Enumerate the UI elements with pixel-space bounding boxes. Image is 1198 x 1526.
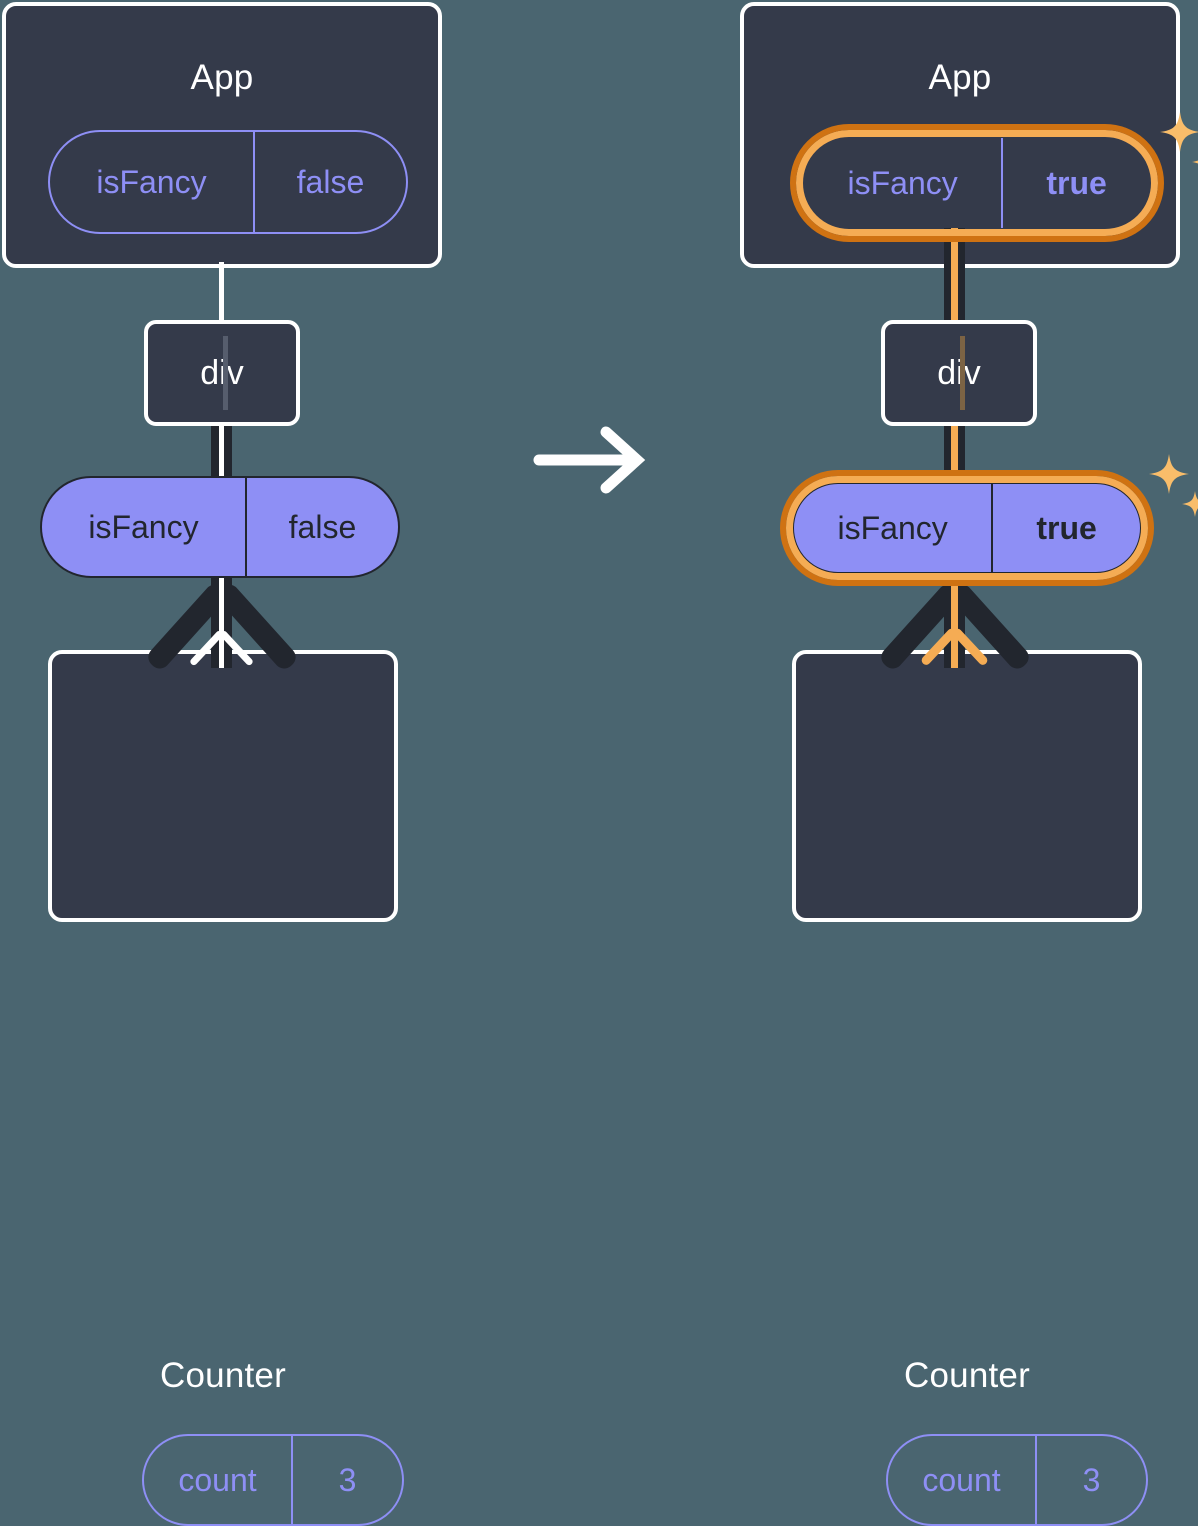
connector-app-to-div-core-after	[951, 228, 958, 324]
prop-key-after: isFancy	[794, 484, 994, 572]
connector-prop-to-counter-core	[219, 572, 224, 668]
sparkle-icon	[1182, 491, 1198, 517]
sparkle-icon	[1149, 454, 1189, 494]
counter-state-pill-after: count 3	[886, 1434, 1148, 1526]
prop-value: false	[288, 508, 357, 545]
div-label-after: div	[937, 353, 981, 392]
sparkle-icon	[1192, 160, 1198, 164]
counter-state-pill: count 3	[142, 1434, 404, 1526]
counter-state-value-after: 3	[1082, 1461, 1101, 1498]
app-state-key: isFancy	[50, 132, 255, 232]
counter-title: Counter	[160, 1356, 286, 1395]
sparkle-large-app	[1158, 110, 1198, 159]
counter-component-box: Counter count 3	[48, 650, 404, 1526]
sparkle-icon	[1160, 112, 1198, 152]
counter-component-box-after: Counter count 3	[792, 650, 1148, 1526]
prop-pill: isFancy false	[40, 476, 400, 578]
div-label: div	[200, 353, 244, 392]
connector-div-to-prop-core-after	[951, 420, 958, 490]
app-state-value: false	[296, 163, 365, 200]
div-element-box: div	[144, 320, 300, 426]
app-state-value-after: true	[1046, 164, 1107, 201]
div-element-box-after: div	[881, 320, 1037, 426]
counter-state-value: 3	[338, 1461, 357, 1498]
after-panel: App isFancy true d	[735, 0, 1198, 1526]
prop-value-after: true	[1036, 509, 1097, 546]
before-panel: App isFancy false div isFancy false	[0, 0, 445, 1526]
div-inner-line	[223, 336, 228, 410]
app-component-box: App isFancy false	[2, 2, 442, 268]
app-state-pill-after: isFancy true	[802, 136, 1152, 230]
sparkle-small-prop	[1181, 490, 1198, 523]
connector-div-to-prop-core	[219, 420, 224, 490]
connector-prop-to-counter-core-after	[951, 572, 958, 668]
right-arrow-icon	[533, 426, 646, 494]
transition-arrow	[533, 425, 653, 495]
prop-key: isFancy	[42, 478, 247, 576]
prop-pill-after: isFancy true	[792, 482, 1142, 574]
counter-state-key: count	[144, 1436, 294, 1524]
sparkle-small-app	[1191, 148, 1198, 181]
connector-app-to-div	[219, 262, 224, 324]
app-title: App	[190, 58, 254, 97]
counter-state-key-after: count	[888, 1436, 1038, 1524]
app-title-after: App	[928, 58, 992, 97]
div-inner-line-after	[960, 336, 965, 410]
counter-title-after: Counter	[904, 1356, 1030, 1395]
app-state-pill: isFancy false	[48, 130, 408, 234]
app-state-key-after: isFancy	[804, 138, 1004, 228]
sparkle-large-prop	[1147, 452, 1191, 501]
